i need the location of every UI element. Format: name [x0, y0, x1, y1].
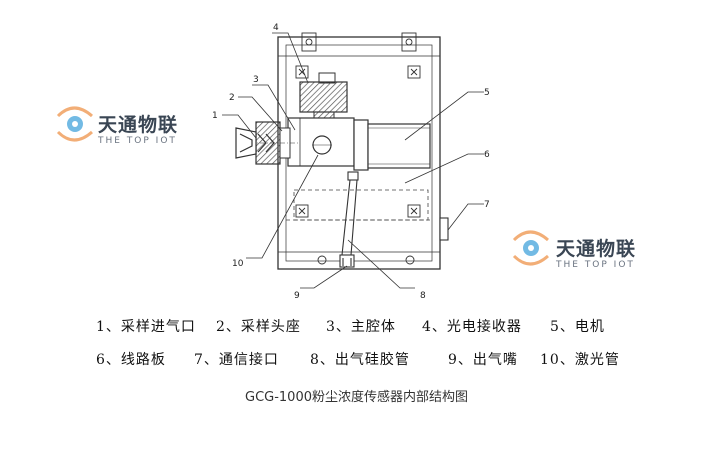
callout-10: 10 [232, 259, 244, 269]
legend-item: 1、采样进气口 [96, 319, 196, 335]
main-cavity [287, 117, 355, 167]
legend-item: 3、主腔体 [326, 319, 396, 335]
callout-6: 6 [484, 150, 490, 160]
motor [353, 119, 431, 171]
communication-port [439, 217, 449, 241]
legend-item: 10、激光管 [540, 352, 620, 368]
leader-lines [222, 32, 484, 289]
watermark-logo-icon [512, 230, 549, 266]
callout-9: 9 [294, 291, 300, 301]
callout-3: 3 [253, 75, 259, 85]
circuit-board [293, 189, 429, 221]
exhaust-tube [339, 171, 359, 268]
legend-item: 5、电机 [550, 319, 605, 335]
watermark-tagline: THE TOP IOT [556, 260, 635, 270]
photoelectric-receiver [299, 72, 348, 133]
sampling-head [240, 121, 300, 165]
figure-caption: GCG-1000粉尘浓度传感器内部结构图 [245, 390, 468, 405]
callout-2: 2 [229, 93, 235, 103]
watermark-brand: 天通物联 [556, 238, 637, 260]
callout-4: 4 [273, 23, 279, 33]
legend-item: 4、光电接收器 [422, 319, 522, 335]
callout-7: 7 [484, 200, 490, 210]
legend-item: 7、通信接口 [194, 352, 279, 368]
mounting-screws [295, 32, 421, 265]
legend-item: 2、采样头座 [216, 319, 301, 335]
legend-row-2: 6、线路板 7、通信接口 8、出气硅胶管 9、出气嘴 10、激光管 [96, 349, 656, 373]
watermark-tagline: THE TOP IOT [98, 136, 177, 146]
callout-1: 1 [212, 111, 218, 121]
watermark-brand: 天通物联 [98, 114, 179, 136]
legend-item: 9、出气嘴 [448, 352, 518, 368]
legend-item: 8、出气硅胶管 [310, 352, 410, 368]
watermark-logo-icon [56, 106, 93, 142]
legend-row-1: 1、采样进气口 2、采样头座 3、主腔体 4、光电接收器 5、电机 [96, 316, 656, 340]
legend-item: 6、线路板 [96, 352, 166, 368]
sampling-inlet [235, 127, 275, 159]
callout-8: 8 [420, 291, 426, 301]
callout-5: 5 [484, 88, 490, 98]
